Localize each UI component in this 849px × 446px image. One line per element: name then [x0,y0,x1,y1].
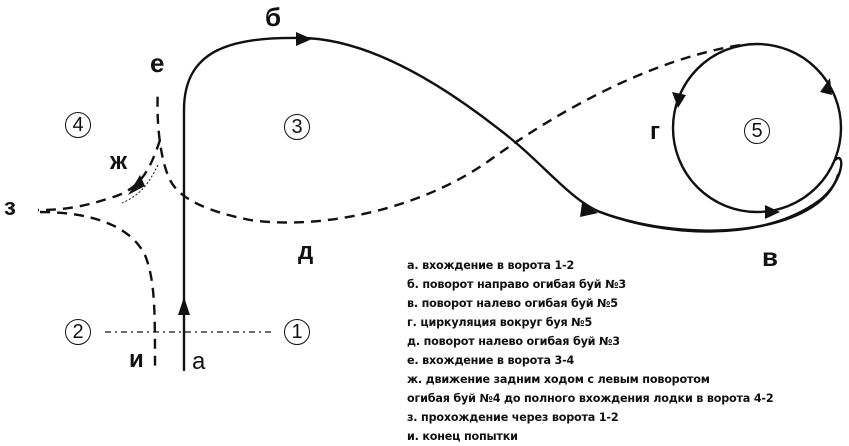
buoy-5: 5 [744,118,770,144]
label-g: г [650,118,660,145]
buoy-4: 4 [65,112,91,138]
legend-item-g: г. циркуляция вокруг буя №5 [407,316,593,329]
label-v: в [762,242,778,272]
legend-item-e: е. вхождение в ворота 3-4 [407,354,575,367]
legend-item-zh-cont: огибая буй №4 до полного вхождения лодки… [407,392,774,405]
arrow-up-icon [820,78,832,95]
label-b: б [265,2,282,32]
arrow-right-icon [580,203,598,217]
buoy-1: 1 [284,319,310,345]
legend-item-d: д. поворот налево огибая буй №3 [407,335,620,348]
arrow-down-icon [672,92,686,108]
legend: а. вхождение в ворота 1-2 б. поворот нап… [407,256,774,446]
path-dashed-return [156,43,741,224]
label-a: а [192,348,206,375]
label-zh: ж [110,148,128,175]
label-d: д [298,238,314,265]
buoy-3: 3 [284,114,310,140]
legend-item-zh: ж. движение задним ходом с левым поворот… [407,373,710,386]
label-i: и [129,346,144,373]
course-diagram [37,32,843,372]
arrow-reverse-icon [128,175,145,195]
legend-item-a: а. вхождение в ворота 1-2 [407,259,575,272]
legend-item-z: з. прохождение через ворота 1-2 [407,411,619,424]
buoy-2: 2 [65,319,91,345]
label-z: з [4,194,16,221]
path-dashed-exit [39,210,157,371]
circulation-circle [671,42,843,214]
arrow-up-icon [178,297,190,315]
legend-item-b: б. поворот направо огибая буй №3 [407,278,626,291]
path-solid-entry [182,36,843,372]
arrow-right-icon [296,32,312,46]
label-e: е [150,48,165,78]
legend-item-v: в. поворот налево огибая буй №5 [407,297,618,310]
path-dashed-reverse [37,139,162,212]
arrow-right-icon [765,205,780,219]
